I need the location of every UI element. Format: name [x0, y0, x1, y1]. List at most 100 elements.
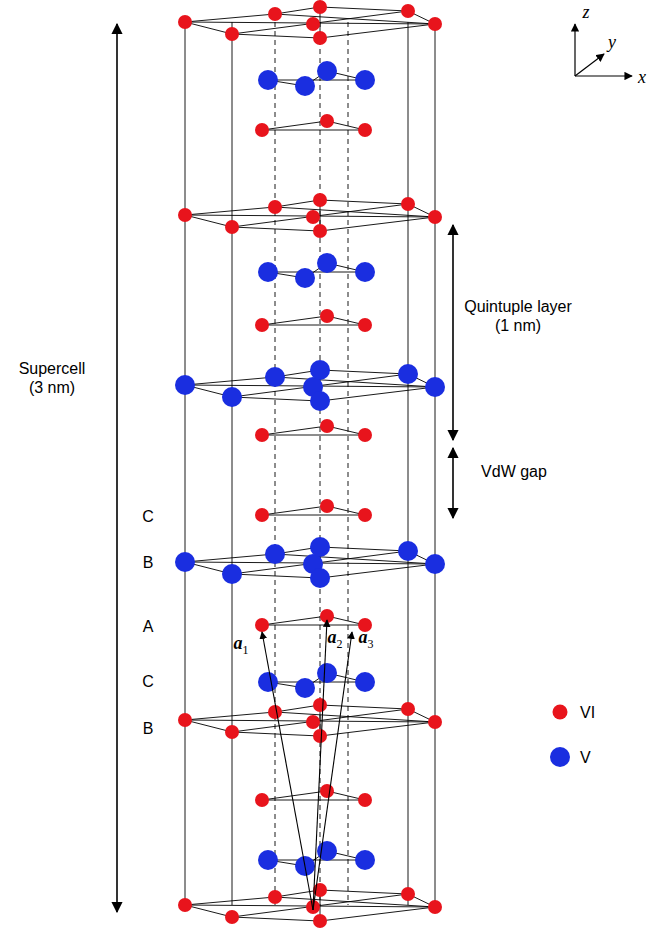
atom	[358, 123, 372, 137]
vector-label: a3	[359, 628, 374, 654]
vdw-arrow	[452, 448, 454, 518]
atom	[295, 268, 315, 288]
atom	[428, 715, 442, 729]
atom	[358, 428, 372, 442]
atom	[306, 17, 320, 31]
legend-swatch	[550, 747, 570, 767]
atom	[255, 428, 269, 442]
layer-outline	[185, 7, 435, 38]
atom	[258, 70, 278, 90]
atom	[265, 544, 285, 564]
layer-outline	[185, 200, 435, 231]
atom	[317, 61, 337, 81]
stacking-label: C	[142, 507, 154, 526]
atom	[306, 715, 320, 729]
atom	[225, 725, 239, 739]
layer-outline	[268, 263, 365, 278]
atom	[258, 262, 278, 282]
dimension-label: VdW gap	[481, 462, 547, 481]
y-axis	[575, 54, 604, 76]
layer-outline	[185, 705, 435, 736]
supercell-arrow	[116, 24, 118, 912]
atom	[401, 887, 415, 901]
atom	[320, 784, 334, 798]
atom	[313, 729, 327, 743]
axis-label: z	[582, 3, 589, 22]
atom	[313, 193, 327, 207]
atom	[358, 318, 372, 332]
atom	[225, 27, 239, 41]
atom	[310, 360, 330, 380]
layer-outline	[268, 71, 365, 86]
atom	[313, 698, 327, 712]
layer-outline	[262, 316, 365, 325]
atom	[428, 210, 442, 224]
atom	[317, 663, 337, 683]
stacking-label: C	[142, 672, 154, 691]
layer-outline	[268, 673, 365, 688]
legend-swatch	[553, 705, 568, 720]
atom	[358, 793, 372, 807]
atom	[268, 7, 282, 21]
atom	[222, 387, 242, 407]
cell-edge	[185, 22, 186, 905]
atom	[398, 364, 418, 384]
layer-outline	[262, 506, 365, 515]
atom	[265, 367, 285, 387]
cell-edge	[408, 22, 409, 905]
atom	[255, 793, 269, 807]
x-axis	[575, 75, 632, 76]
cell-edge	[232, 22, 233, 905]
layer-outline	[268, 851, 365, 866]
atom	[313, 224, 327, 238]
atom	[258, 672, 278, 692]
atom	[255, 508, 269, 522]
atom	[320, 499, 334, 513]
z-axis	[574, 24, 575, 76]
cell-edge	[348, 22, 349, 905]
atom	[320, 114, 334, 128]
atom	[178, 713, 192, 727]
atom	[310, 537, 330, 557]
lattice-vector	[313, 620, 327, 910]
atom	[320, 419, 334, 433]
atom	[295, 678, 315, 698]
atom	[225, 910, 239, 924]
lattice-vector	[262, 632, 313, 910]
atom	[255, 318, 269, 332]
vector-label: a1	[234, 634, 249, 660]
atom	[425, 554, 445, 574]
atom	[355, 672, 375, 692]
axis-label: x	[638, 68, 646, 87]
layer-outline	[262, 426, 365, 435]
dimension-label: Supercell (3 nm)	[12, 359, 92, 397]
atom	[175, 375, 195, 395]
atom	[398, 541, 418, 561]
atom	[358, 508, 372, 522]
atom	[255, 123, 269, 137]
atom	[258, 850, 278, 870]
atom	[355, 262, 375, 282]
atom	[310, 568, 330, 588]
atom	[425, 377, 445, 397]
atom	[295, 76, 315, 96]
atom	[313, 914, 327, 928]
atom	[268, 200, 282, 214]
atom	[175, 552, 195, 572]
atom	[222, 564, 242, 584]
atom	[178, 898, 192, 912]
atom	[355, 850, 375, 870]
atom	[255, 618, 269, 632]
cell-edge	[435, 22, 436, 905]
atom	[178, 15, 192, 29]
stacking-label: A	[143, 617, 154, 636]
atom	[401, 702, 415, 716]
atom	[268, 890, 282, 904]
atom	[320, 309, 334, 323]
atom	[225, 220, 239, 234]
atom	[313, 31, 327, 45]
quintuple-arrow	[452, 225, 454, 440]
atom	[268, 705, 282, 719]
atom	[428, 900, 442, 914]
